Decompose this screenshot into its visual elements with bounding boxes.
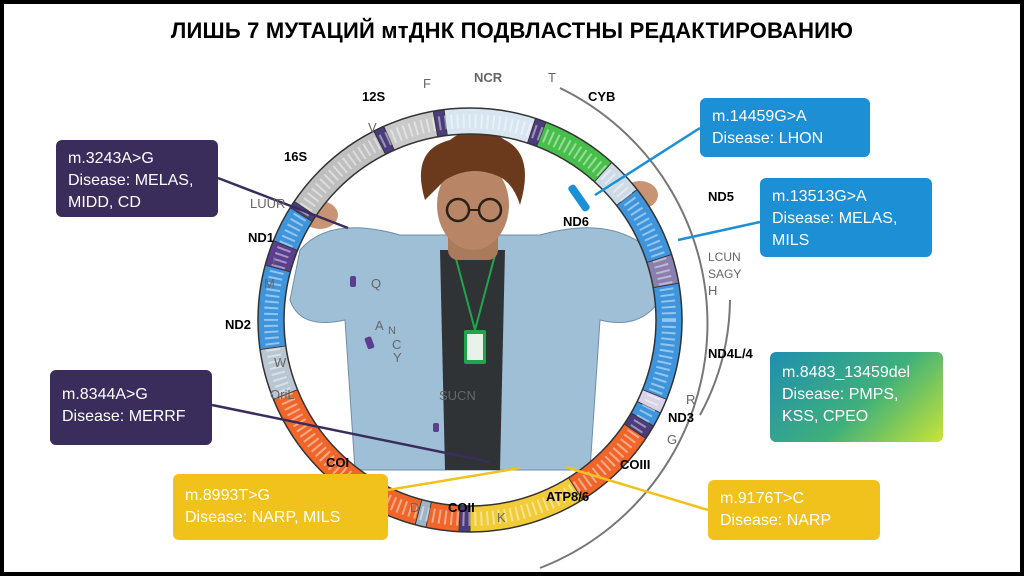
- trna-n: N: [388, 325, 396, 337]
- trna-a: A: [375, 318, 384, 333]
- gene-12s: 12S: [362, 89, 386, 104]
- callout-m8483-13459del: m.8483_13459del Disease: PMPS, KSS, CPEO: [770, 352, 943, 442]
- disease-label: Disease: MERRF: [62, 408, 186, 425]
- trna-anc-marker: [364, 336, 375, 350]
- inner-arc: [699, 299, 731, 416]
- gene-nd5: ND5: [708, 189, 735, 204]
- disease-label-cont: KSS, CPEO: [782, 408, 869, 425]
- trna-f: F: [423, 76, 431, 91]
- mutation-label: m.14459G>A: [712, 108, 807, 125]
- gene-nd3: ND3: [668, 410, 695, 425]
- mutation-label: m.8993T>G: [185, 487, 270, 504]
- trna-r: R: [686, 392, 696, 407]
- trna-sucn-marker: [433, 423, 439, 432]
- callout-m13513: m.13513G>A Disease: MELAS, MILS: [760, 178, 932, 257]
- gene-coiii: COIII: [620, 457, 651, 472]
- helix-texture: [264, 114, 676, 526]
- gene-nd4l-4: ND4L/4: [708, 346, 753, 361]
- disease-label: Disease: NARP: [720, 512, 832, 529]
- disease-label: Disease: MELAS,: [772, 210, 898, 227]
- trna-m: M: [264, 276, 275, 291]
- trna-t: T: [548, 70, 556, 85]
- trna-h: H: [708, 283, 718, 298]
- trna-lcun: LCUN: [708, 250, 741, 264]
- trna-luur: LUUR: [250, 196, 286, 211]
- trna-g: G: [667, 432, 678, 447]
- gene-coii: COII: [448, 500, 475, 515]
- gene-cyb: CYB: [588, 89, 616, 104]
- gene-nd6: ND6: [563, 214, 590, 229]
- callout-m9176: m.9176T>C Disease: NARP: [708, 480, 880, 540]
- mutation-label: m.13513G>A: [772, 188, 867, 205]
- oril-label: OriL: [270, 387, 295, 402]
- mutation-label: m.3243A>G: [68, 150, 154, 167]
- ring-outline: [257, 107, 683, 533]
- trna-k: K: [497, 510, 506, 525]
- disease-label: Disease: NARP, MILS: [185, 509, 341, 526]
- gene-nd2: ND2: [225, 317, 252, 332]
- trna-v: V: [368, 120, 377, 135]
- gene-nd1: ND1: [248, 230, 275, 245]
- nd6-marker: [568, 184, 590, 212]
- callout-m14459: m.14459G>A Disease: LHON: [700, 98, 870, 157]
- disease-label: Disease: PMPS,: [782, 386, 899, 403]
- gene-ncr: NCR: [474, 70, 503, 85]
- callout-m8344: m.8344A>G Disease: MERRF: [50, 370, 212, 445]
- ring-outline: [283, 133, 657, 507]
- callout-m8993: m.8993T>G Disease: NARP, MILS: [173, 474, 388, 540]
- deletion-arc: [539, 87, 709, 569]
- disease-label-cont: MIDD, CD: [68, 194, 141, 211]
- disease-label: Disease: LHON: [712, 130, 824, 147]
- mutation-label: m.8344A>G: [62, 386, 148, 403]
- trna-q: Q: [371, 276, 382, 291]
- scientist-illustration: [289, 130, 661, 471]
- disease-label: Disease: MELAS,: [68, 172, 194, 189]
- trna-sagy: SAGY: [708, 267, 742, 281]
- trna-i: I: [272, 253, 276, 268]
- mutation-label: m.8483_13459del: [782, 364, 911, 381]
- trna-w: W: [274, 355, 287, 370]
- trna-c: C: [392, 337, 402, 352]
- trna-q-marker: [350, 276, 356, 287]
- callout-m3243: m.3243A>G Disease: MELAS, MIDD, CD: [56, 140, 218, 217]
- gene-16s: 16S: [284, 149, 308, 164]
- gene-atp8-6: ATP8/6: [546, 489, 590, 504]
- trna-sucn: SUCN: [439, 388, 476, 403]
- trna-y: Y: [393, 350, 402, 365]
- mutation-label: m.9176T>C: [720, 490, 805, 507]
- trna-d: D: [410, 500, 420, 515]
- gene-coi: COI: [326, 455, 350, 470]
- callout-lines: [211, 126, 761, 512]
- slide-title: ЛИШЬ 7 МУТАЦИЙ мтДНК ПОДВЛАСТНЫ РЕДАКТИР…: [170, 18, 854, 43]
- disease-label-cont: MILS: [772, 232, 810, 249]
